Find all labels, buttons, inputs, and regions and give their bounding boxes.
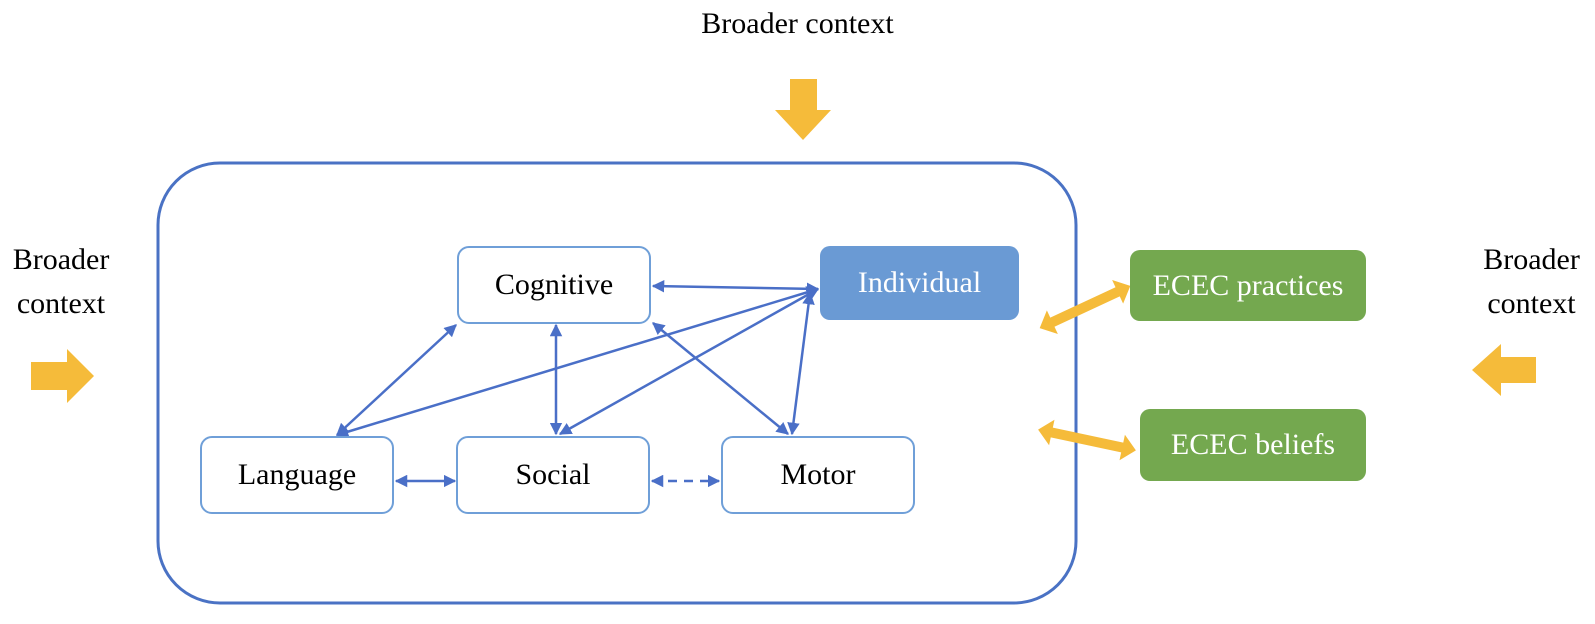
- broader-context-right-line1: Broader: [1483, 243, 1580, 276]
- broader-context-right-line2: context: [1487, 287, 1576, 320]
- ecec-beliefs-link-arrow: [1038, 419, 1136, 461]
- broader-context-left-line1: Broader: [12, 243, 110, 276]
- broader-context-left-line2: context: [16, 287, 106, 320]
- connector-individual-motor: [787, 291, 815, 436]
- ecec-practices-link-arrow: [1039, 280, 1131, 334]
- broader-context-right-label: Broader context: [1468, 238, 1595, 326]
- context-arrow-left: [1472, 344, 1536, 396]
- development-frame: [156, 161, 1078, 605]
- connector-language-cognitive: [336, 324, 457, 436]
- context-arrow-down: [775, 79, 831, 140]
- cognitive-node: Cognitive: [457, 246, 651, 324]
- ecec-beliefs-node: ECEC beliefs: [1140, 409, 1366, 481]
- social-node: Social: [456, 436, 650, 514]
- language-node: Language: [200, 436, 394, 514]
- connector-cognitive-motor: [652, 322, 789, 435]
- connector-cognitive-individual: [651, 279, 820, 296]
- broader-context-top-label: Broader context: [701, 7, 894, 40]
- motor-node: Motor: [721, 436, 915, 514]
- individual-node: Individual: [820, 246, 1019, 320]
- ecec-practices-node: ECEC practices: [1130, 250, 1366, 321]
- context-arrow-right: [31, 349, 94, 403]
- broader-context-left-label: Broader context: [0, 238, 122, 326]
